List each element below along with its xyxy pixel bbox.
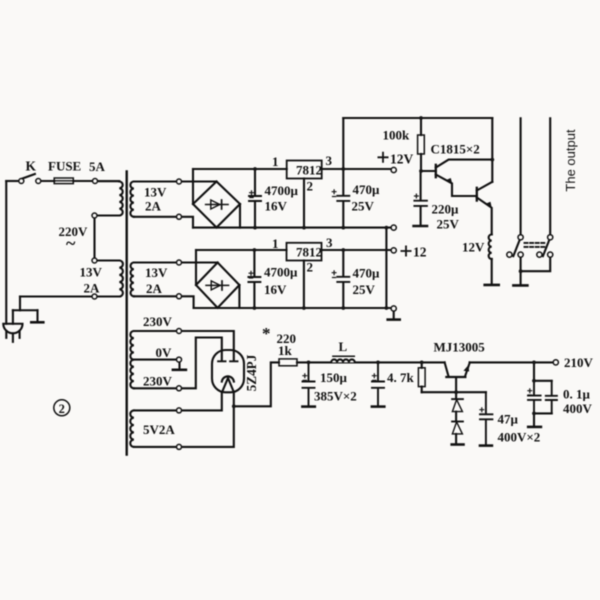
svg-text:230V: 230V	[143, 374, 173, 389]
svg-text:220μ: 220μ	[432, 202, 460, 217]
svg-text:210V: 210V	[564, 355, 594, 370]
svg-text:7812: 7812	[296, 163, 322, 178]
svg-text:K: K	[26, 159, 37, 174]
svg-text:470μ: 470μ	[353, 266, 381, 281]
svg-text:5A: 5A	[89, 159, 106, 174]
svg-text:470μ: 470μ	[353, 182, 381, 197]
svg-text:16V: 16V	[265, 199, 288, 214]
svg-text:12V: 12V	[390, 152, 414, 167]
svg-text:2A: 2A	[84, 281, 101, 296]
svg-text:220V: 220V	[59, 224, 89, 239]
svg-text:L: L	[339, 339, 348, 354]
svg-text:0V: 0V	[156, 345, 173, 360]
svg-text:4700μ: 4700μ	[265, 183, 299, 198]
svg-text:25V: 25V	[437, 217, 460, 232]
svg-text:25V: 25V	[352, 199, 375, 214]
svg-text:13V: 13V	[145, 265, 168, 280]
svg-text:25V: 25V	[353, 282, 376, 297]
svg-text:2A: 2A	[146, 281, 163, 296]
svg-text:5Z4PJ: 5Z4PJ	[244, 354, 259, 391]
svg-text:4700μ: 4700μ	[264, 265, 298, 280]
svg-text:13V: 13V	[80, 265, 103, 280]
svg-text:1: 1	[272, 236, 279, 251]
svg-text:16V: 16V	[264, 282, 287, 297]
svg-text:4. 7k: 4. 7k	[387, 370, 415, 385]
svg-text:2A: 2A	[145, 199, 162, 214]
svg-text:2: 2	[307, 179, 314, 194]
svg-text:*: *	[262, 324, 271, 343]
svg-text:The output: The output	[563, 129, 578, 192]
svg-text:2: 2	[307, 260, 314, 275]
svg-text:400V: 400V	[563, 401, 593, 416]
svg-text:230V: 230V	[143, 314, 173, 329]
svg-text:3: 3	[326, 235, 333, 250]
svg-text:5V2A: 5V2A	[143, 422, 175, 437]
svg-text:2: 2	[59, 402, 65, 416]
svg-text:150μ: 150μ	[320, 370, 348, 385]
svg-text:3: 3	[326, 153, 333, 168]
svg-text:400V×2: 400V×2	[498, 430, 541, 445]
svg-text:FUSE: FUSE	[48, 159, 81, 174]
svg-text:220: 220	[277, 331, 297, 346]
svg-text:12: 12	[413, 245, 427, 260]
svg-text:C1815×2: C1815×2	[431, 142, 480, 157]
svg-text:~: ~	[66, 233, 76, 253]
svg-text:1k: 1k	[278, 343, 293, 358]
svg-text:13V: 13V	[144, 185, 167, 200]
svg-text:12V: 12V	[462, 240, 485, 255]
svg-text:MJ13005: MJ13005	[434, 340, 486, 355]
svg-text:7812: 7812	[296, 245, 322, 260]
svg-text:385V×2: 385V×2	[314, 389, 357, 404]
svg-text:0. 1μ: 0. 1μ	[563, 387, 591, 402]
svg-text:100k: 100k	[383, 128, 411, 143]
svg-text:47μ: 47μ	[498, 412, 519, 427]
svg-text:1: 1	[272, 154, 279, 169]
